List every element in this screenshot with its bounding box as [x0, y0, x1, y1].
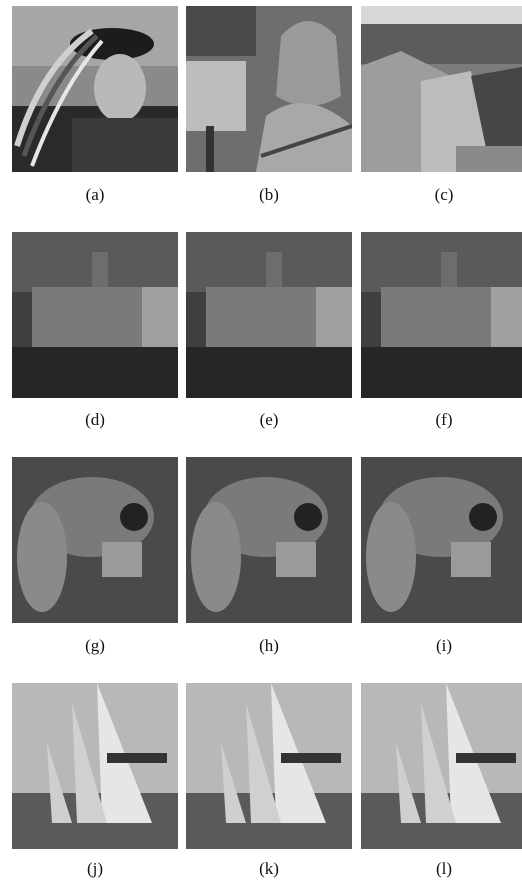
- image-i-frog: [361, 457, 522, 623]
- image-f-building: [361, 232, 522, 398]
- image-g-frog: [12, 457, 178, 623]
- caption-c: (c): [434, 185, 454, 204]
- caption-g: (g): [85, 636, 105, 655]
- caption-i: (i): [435, 636, 453, 655]
- image-e-building: [186, 232, 352, 398]
- image-d-building: [12, 232, 178, 398]
- caption-k: (k): [259, 859, 279, 878]
- caption-d: (d): [85, 410, 105, 429]
- caption-f: (f): [435, 410, 453, 429]
- caption-l: (l): [435, 859, 453, 878]
- image-a-portrait: [12, 6, 178, 172]
- caption-h: (h): [259, 636, 279, 655]
- caption-j: (j): [86, 859, 104, 878]
- image-c-village: [361, 6, 522, 172]
- image-b-woman: [186, 6, 352, 172]
- image-l-sailboats: [361, 683, 522, 849]
- caption-b: (b): [259, 185, 279, 204]
- image-h-frog: [186, 457, 352, 623]
- caption-e: (e): [259, 410, 279, 429]
- image-k-sailboats: [186, 683, 352, 849]
- image-j-sailboats: [12, 683, 178, 849]
- caption-a: (a): [85, 185, 105, 204]
